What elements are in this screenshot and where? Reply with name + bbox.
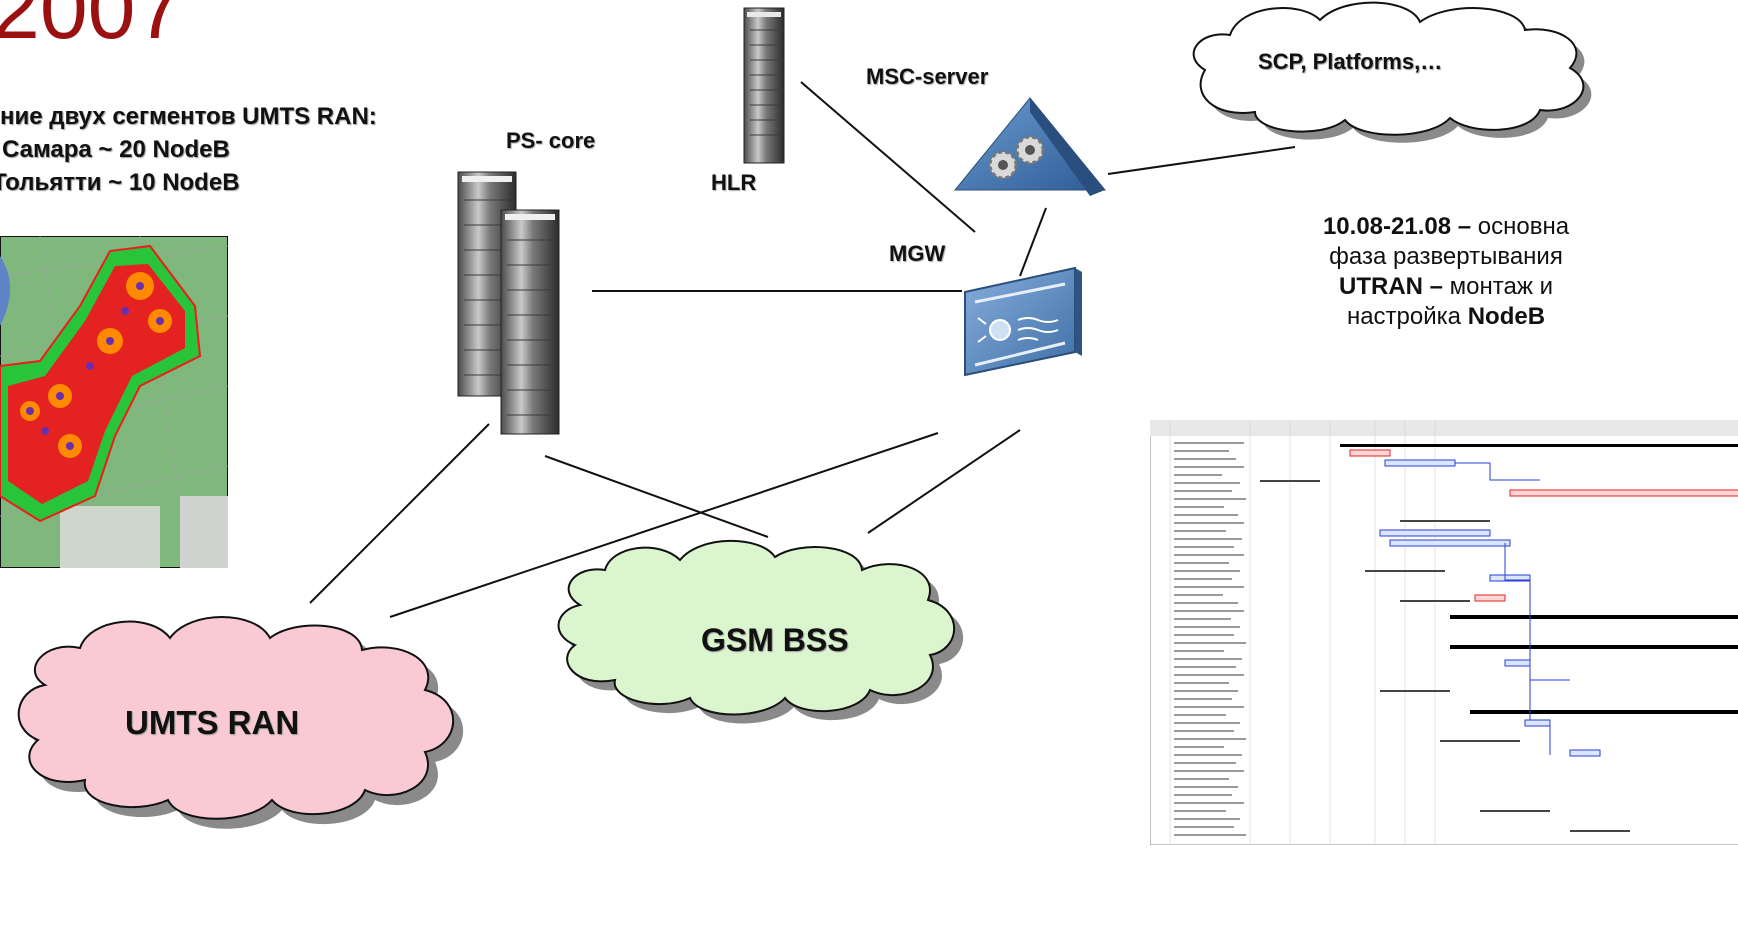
umts-ran-label: UMTS RAN [125, 704, 300, 741]
phase-word1: основна [1471, 213, 1570, 240]
phase-utran: UTRAN – [1339, 273, 1444, 300]
phase-line4a: настройка [1346, 303, 1468, 330]
mgw-label: MGW [889, 241, 946, 266]
gears-triangle-icon [953, 97, 1107, 196]
gsm-bss-label: GSM BSS [701, 622, 849, 658]
link-pscore-gsm [544, 455, 769, 538]
info-line-2: Самара ~ 20 NodeB [2, 136, 230, 163]
umts-segments-info: ние двух сегментов UMTS RAN: Самара ~ 20… [0, 100, 377, 199]
deployment-phase-text: 10.08-21.08 – основна фаза развертывания… [1266, 212, 1626, 332]
msc-server-label: MSC-server [866, 64, 989, 89]
link-msc-mgw [1019, 207, 1047, 277]
ps-core-label: PS- core [506, 128, 596, 153]
link-hlr-mgw [800, 81, 976, 233]
connection-lines [309, 81, 1296, 618]
info-line-1: ние двух сегментов UMTS RAN: [0, 103, 377, 130]
gsm-bss-cloud [557, 539, 964, 724]
gantt-chart-image [1150, 420, 1738, 845]
info-line-3: Тольятти ~ 10 NodeB [0, 169, 240, 196]
phase-dates: 10.08-21.08 – [1322, 213, 1472, 240]
media-gateway-icon [964, 266, 1082, 377]
coverage-map-image [0, 236, 228, 568]
link-mgw-umts [389, 432, 939, 618]
ps-core-servers-icon [457, 171, 560, 435]
phase-line2: фаза развертывания [1329, 243, 1563, 270]
scp-cloud-label: SCP, Platforms,… [1258, 49, 1443, 74]
umts-ran-cloud [17, 616, 464, 829]
slide-title: 2007 [0, 0, 184, 57]
link-msc-scp [1107, 146, 1296, 175]
link-pscore-umts [309, 423, 490, 604]
hlr-label: HLR [711, 170, 757, 195]
hlr-server-icon [743, 7, 785, 164]
scp-cloud [1192, 1, 1592, 143]
phase-line4b: NodeB [1467, 303, 1546, 330]
phase-word3: монтаж и [1443, 273, 1553, 300]
link-mgw-gsm [867, 429, 1021, 534]
